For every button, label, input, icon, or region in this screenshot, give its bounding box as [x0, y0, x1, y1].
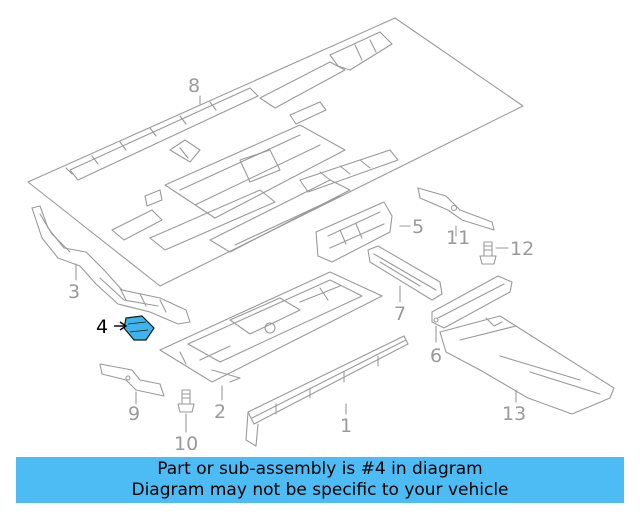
part-4-highlighted[interactable] — [114, 315, 155, 341]
part-9-plate — [99, 363, 165, 397]
part-1-sill — [245, 335, 409, 447]
part-3-side-member — [31, 205, 191, 325]
part-10-bolt — [177, 389, 195, 413]
part-7-rail — [367, 245, 443, 301]
callout-13: 13 — [502, 403, 526, 425]
part-8-floor-sheet — [27, 17, 524, 287]
callout-5: 5 — [412, 216, 424, 238]
callout-4[interactable]: 4 — [96, 316, 108, 338]
part-12-bolt — [479, 241, 497, 265]
callout-10: 10 — [174, 433, 198, 450]
callout-12: 12 — [510, 238, 534, 260]
callout-9: 9 — [128, 403, 140, 425]
leader-lines — [75, 95, 517, 433]
callout-8: 8 — [188, 75, 200, 97]
callout-7: 7 — [394, 303, 406, 325]
part-11-plate — [417, 187, 495, 231]
banner-line-part: Part or sub-assembly is #4 in diagram — [157, 459, 483, 479]
part-5-bracket — [315, 201, 393, 263]
callout-1: 1 — [340, 415, 352, 437]
part-2-floor-panel — [159, 271, 383, 383]
callout-2: 2 — [214, 401, 226, 423]
parts-diagram: 8 3 5 11 12 7 6 4 9 2 10 1 13 — [27, 17, 615, 450]
banner-line-disclaimer: Diagram may not be specific to your vehi… — [131, 480, 509, 500]
callout-3: 3 — [68, 281, 80, 303]
part-13-rear-floor — [439, 315, 615, 415]
part-6-rail — [431, 275, 513, 329]
callout-6: 6 — [430, 345, 442, 367]
info-banner: Part or sub-assembly is #4 in diagram Di… — [16, 457, 624, 503]
callout-11: 11 — [446, 227, 470, 249]
